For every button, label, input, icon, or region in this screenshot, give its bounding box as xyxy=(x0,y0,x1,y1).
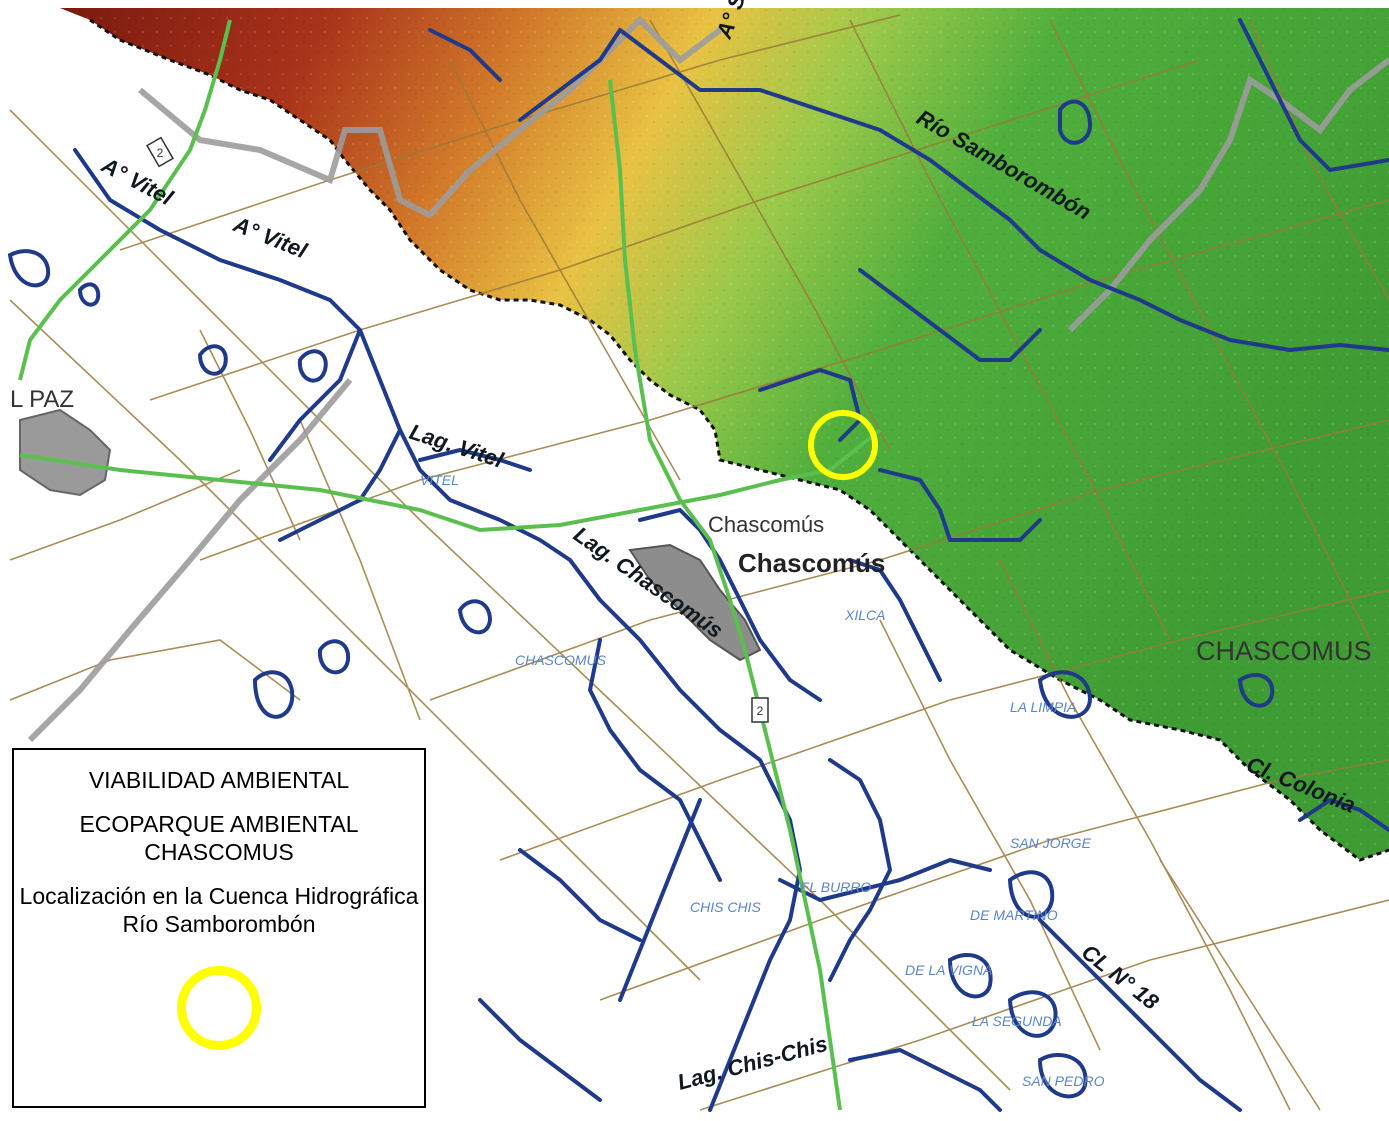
district-boundary xyxy=(27,15,1389,743)
route-shield-2-north: 2 xyxy=(146,136,174,168)
la-paz-urban-area xyxy=(19,408,112,497)
yellow-circle-icon xyxy=(177,966,261,1050)
label-cl-18: CL N° 18 xyxy=(1077,939,1164,1015)
label-chascomus-big: Chascomús xyxy=(738,548,885,578)
map-legend-box: VIABILIDAD AMBIENTAL ECOPARQUE AMBIENTAL… xyxy=(12,748,426,1108)
basin-boundary-line xyxy=(89,18,1389,862)
label-chascomus-district: CHASCOMUS xyxy=(1196,636,1372,666)
elevation-texture xyxy=(60,8,1389,860)
legend-title: VIABILIDAD AMBIENTAL xyxy=(88,767,350,793)
lakes xyxy=(7,99,1275,1099)
legend-project-name: ECOPARQUE AMBIENTAL CHASCOMUS xyxy=(79,811,359,865)
label-la-segunda: LA SEGUNDA xyxy=(972,1013,1062,1029)
label-chascomus-area: CHASCOMUS xyxy=(515,652,607,668)
label-san-pedro: SAN PEDRO xyxy=(1022,1073,1105,1089)
svg-text:2: 2 xyxy=(157,146,164,160)
laguna-chascomus-shape xyxy=(628,543,762,662)
label-chascomus-small: Chascomús xyxy=(708,512,824,537)
svg-text:2: 2 xyxy=(757,704,764,718)
label-xilca: XILCA xyxy=(844,607,885,623)
label-arroyo-vitel-2: A° Vitel xyxy=(229,211,311,264)
label-chis-chis: CHIS CHIS xyxy=(690,899,761,915)
label-la-limpia: LA LIMPIA xyxy=(1010,699,1076,715)
river-network xyxy=(73,18,1389,1112)
ecoparque-location-marker-icon[interactable] xyxy=(808,410,878,480)
legend-description: Localización en la Cuenca Hidrográfica R… xyxy=(19,883,419,937)
road-network xyxy=(18,19,882,1111)
route-shield-2-south: 2 xyxy=(751,697,769,723)
label-el-burro: EL BURRO xyxy=(800,879,871,895)
label-la-paz: L PAZ xyxy=(10,386,74,413)
label-de-la-vigna: DE LA VIGNA xyxy=(905,962,992,978)
label-san-jorge: SAN JORGE xyxy=(1010,835,1092,851)
label-laguna-vitel: Lag. Vitel xyxy=(406,419,507,473)
label-laguna-chis-chis: Lag. Chis-Chis xyxy=(675,1031,830,1095)
label-vitel: VITEL xyxy=(420,472,459,488)
label-de-martino: DE MARTINO xyxy=(970,907,1058,923)
